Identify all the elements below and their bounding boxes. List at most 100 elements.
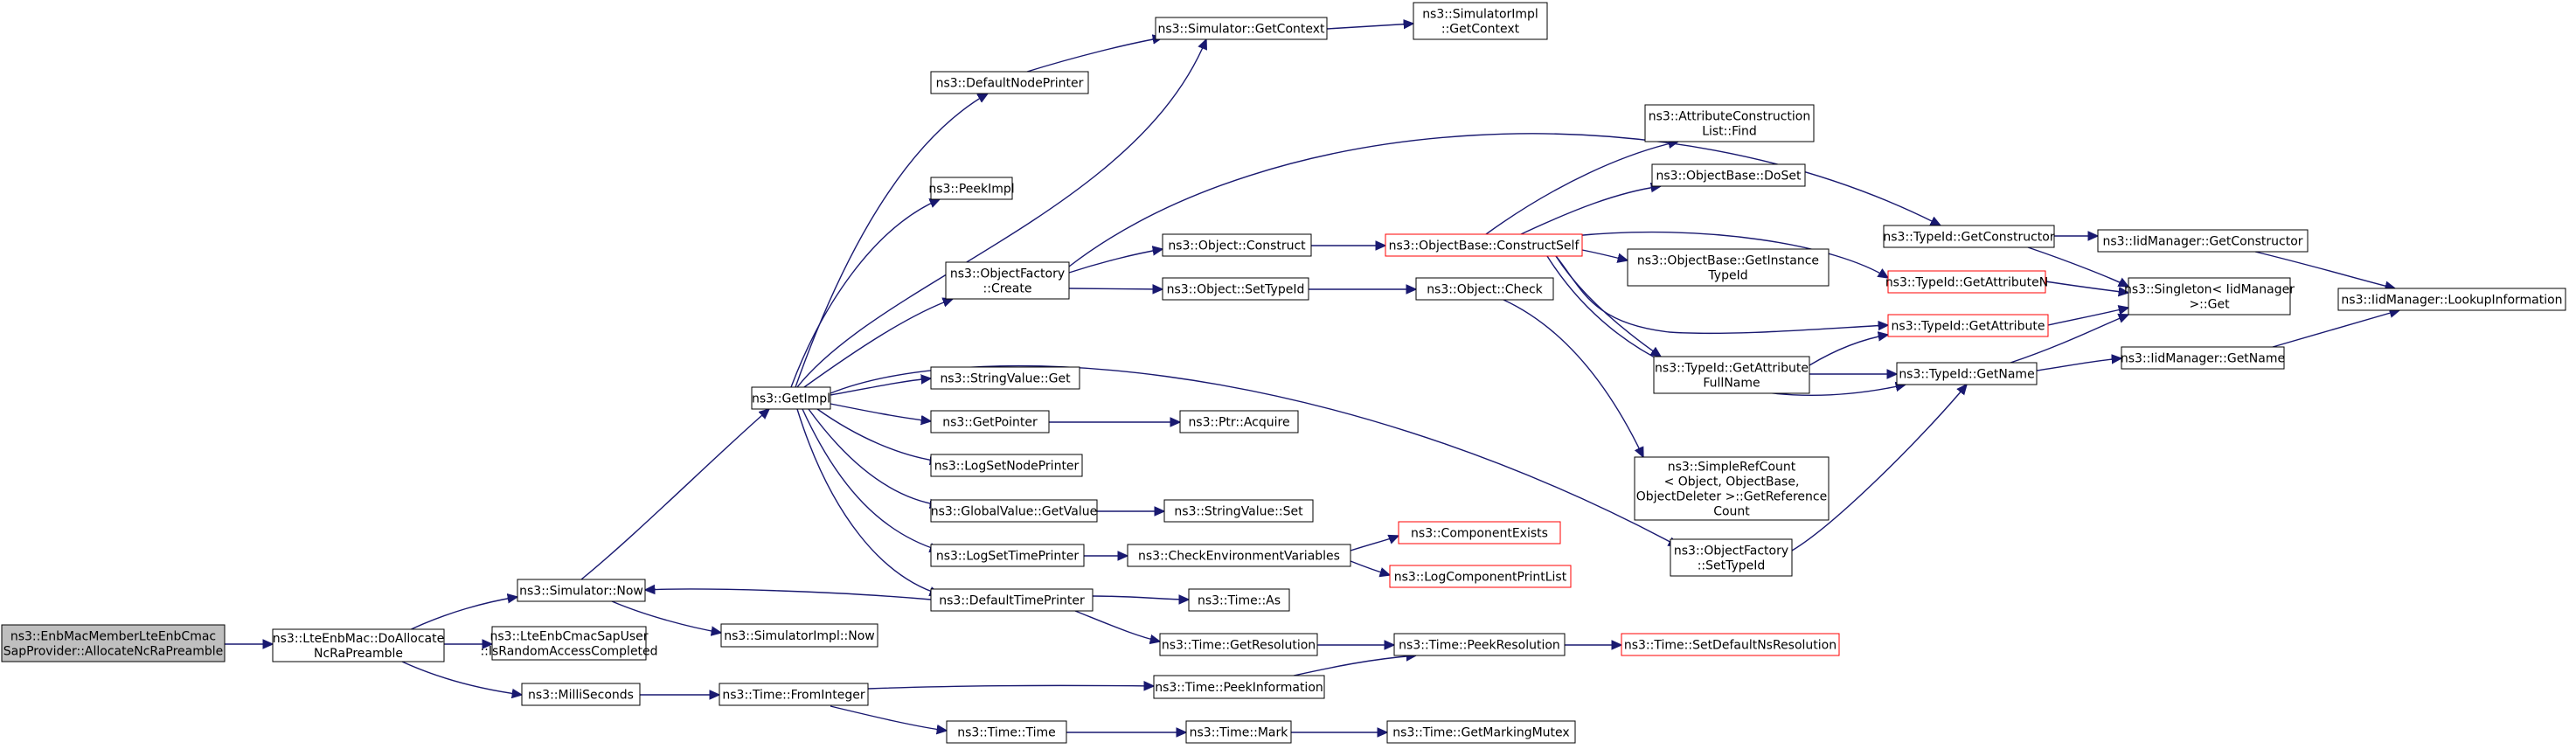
node-box [2097, 229, 2309, 253]
node-israc[interactable]: ns3::LteEnbCmacSapUser::IsRandomAccessCo… [480, 626, 658, 661]
call-edges [225, 24, 2399, 732]
node-label-line: List::Find [1702, 125, 1757, 139]
node-timetime[interactable]: ns3::Time::Time [946, 720, 1067, 744]
node-constructself[interactable]: ns3::ObjectBase::ConstructSelf [1385, 233, 1583, 257]
node-box [930, 410, 1050, 433]
node-deftime[interactable]: ns3::DefaultTimePrinter [930, 588, 1094, 612]
node-checkenv[interactable]: ns3::CheckEnvironmentVariables [1127, 544, 1351, 567]
node-label-line: >::Get [2189, 298, 2230, 312]
edge-doalloc-to-simnow [401, 597, 517, 635]
node-peekimpl[interactable]: ns3::PeekImpl [928, 177, 1015, 200]
node-objfactcreate[interactable]: ns3::ObjectFactory::Create [945, 261, 1070, 300]
node-label-line: SapProvider::AllocateNcRaPreamble [3, 645, 224, 659]
node-simimplctx[interactable]: ns3::SimulatorImpl::GetContext [1413, 2, 1548, 40]
node-logsetnode[interactable]: ns3::LogSetNodePrinter [930, 454, 1083, 477]
node-label-line: ns3::ObjectFactory [1674, 544, 1788, 558]
node-getpointer[interactable]: ns3::GetPointer [930, 410, 1050, 433]
node-label-line: ::SetTypeId [1698, 559, 1766, 573]
node-box [945, 261, 1070, 300]
node-simpleref[interactable]: ns3::SimpleRefCount< Object, ObjectBase,… [1634, 456, 1830, 521]
node-root[interactable]: ns3::EnbMacMemberLteEnbCmacSapProvider::… [1, 624, 226, 662]
node-tidgetattr[interactable]: ns3::TypeId::GetAttribute [1887, 314, 2049, 337]
node-box [1159, 633, 1318, 656]
node-label-line: < Object, ObjectBase, [1664, 475, 1800, 489]
node-globalget[interactable]: ns3::GlobalValue::GetValue [930, 499, 1098, 523]
node-box [1670, 538, 1793, 577]
node-stringset[interactable]: ns3::StringValue::Set [1163, 499, 1314, 523]
node-peekres[interactable]: ns3::Time::PeekResolution [1393, 633, 1566, 656]
node-box [1653, 356, 1810, 394]
node-objcheck[interactable]: ns3::Object::Check [1415, 277, 1554, 301]
node-box [1155, 17, 1328, 40]
node-objconstruct[interactable]: ns3::Object::Construct [1162, 233, 1312, 257]
node-box [1389, 565, 1572, 588]
edge-tidgetname-to-iidgetname [2036, 358, 2121, 371]
node-label-line: ns3::ObjectBase::ConstructSelf [1389, 239, 1580, 253]
edge-getimpl-to-globalget [808, 408, 940, 505]
node-label-line: FullName [1703, 377, 1760, 391]
node-label-line: ns3::EnbMacMemberLteEnbCmac [10, 630, 216, 644]
node-box [930, 177, 1013, 200]
node-tidgetctor[interactable]: ns3::TypeId::GetConstructor [1883, 225, 2055, 248]
edge-objfactcreate-to-tidgetctor [1068, 133, 1941, 267]
node-milli[interactable]: ns3::MilliSeconds [521, 683, 641, 706]
node-label-line: ns3::Time::FromInteger [722, 689, 864, 703]
node-label-line: ns3::Time::SetDefaultNsResolution [1624, 639, 1837, 653]
node-box [751, 386, 831, 410]
node-defnode[interactable]: ns3::DefaultNodePrinter [930, 71, 1089, 94]
node-ptracquire[interactable]: ns3::Ptr::Acquire [1179, 410, 1299, 433]
node-simgetctx[interactable]: ns3::Simulator::GetContext [1155, 17, 1328, 40]
node-label-line: ns3::IidManager::GetName [2121, 352, 2285, 366]
node-frominteger[interactable]: ns3::Time::FromInteger [719, 683, 869, 706]
node-box [930, 544, 1085, 567]
node-doset[interactable]: ns3::ObjectBase::DoSet [1651, 163, 1806, 187]
node-label-line: ns3::TypeId::GetConstructor [1883, 231, 2054, 245]
node-label-line: ns3::SimpleRefCount [1668, 461, 1796, 475]
node-objsettypeid[interactable]: ns3::Object::SetTypeId [1162, 277, 1309, 301]
node-tidgetattrn[interactable]: ns3::TypeId::GetAttributeN [1885, 270, 2048, 294]
edge-getimpl-to-defnode [795, 94, 988, 388]
node-compexists[interactable]: ns3::ComponentExists [1398, 521, 1561, 544]
node-label-line: ns3::ComponentExists [1411, 527, 1548, 541]
node-objfactsettid[interactable]: ns3::ObjectFactory::SetTypeId [1670, 538, 1793, 577]
edge-deftime-to-timegetres [1074, 610, 1160, 642]
node-peekinfo[interactable]: ns3::Time::PeekInformation [1153, 675, 1325, 699]
node-getmarkmutex[interactable]: ns3::Time::GetMarkingMutex [1386, 720, 1576, 744]
edge-getimpl-to-getpointer [830, 403, 931, 421]
node-box [1883, 225, 2055, 248]
node-label-line: ns3::IidManager::GetConstructor [2102, 235, 2302, 249]
edge-getimpl-to-deftime [796, 408, 940, 594]
node-box [2121, 346, 2285, 370]
node-getimpl[interactable]: ns3::GetImpl [751, 386, 831, 410]
node-label-line: ns3::ObjectBase::DoSet [1656, 170, 1802, 184]
node-iidlookup[interactable]: ns3::IidManager::LookupInformation [2337, 288, 2566, 311]
node-simnow[interactable]: ns3::Simulator::Now [517, 579, 646, 602]
node-label-line: ns3::SimulatorImpl [1422, 8, 1538, 22]
node-box [1188, 588, 1290, 612]
node-iidgetctor[interactable]: ns3::IidManager::GetConstructor [2097, 229, 2309, 253]
node-iidgetname[interactable]: ns3::IidManager::GetName [2121, 346, 2285, 370]
node-logsettime[interactable]: ns3::LogSetTimePrinter [930, 544, 1085, 567]
node-box [1634, 456, 1830, 521]
node-simimplnow[interactable]: ns3::SimulatorImpl::Now [720, 623, 878, 648]
node-tidgetname[interactable]: ns3::TypeId::GetName [1896, 362, 2038, 385]
node-timemark[interactable]: ns3::Time::Mark [1185, 720, 1292, 744]
node-timeas[interactable]: ns3::Time::As [1188, 588, 1290, 612]
edge-constructself-to-tidgetattr [1555, 255, 1888, 335]
node-label-line: ns3::ObjectBase::GetInstance [1637, 254, 1819, 268]
node-timegetres[interactable]: ns3::Time::GetResolution [1159, 633, 1318, 656]
edge-tidgetattr-to-singleton [2047, 308, 2128, 326]
node-label-line: ns3::DefaultNodePrinter [936, 77, 1084, 91]
node-stringget[interactable]: ns3::StringValue::Get [930, 366, 1080, 390]
node-logcomplist[interactable]: ns3::LogComponentPrintList [1389, 565, 1572, 588]
node-setdefres[interactable]: ns3::Time::SetDefaultNsResolution [1621, 633, 1840, 656]
edge-tidgetname-to-singleton [2010, 315, 2128, 364]
node-label-line: ns3::AttributeConstruction [1649, 110, 1810, 124]
node-singleton[interactable]: ns3::Singleton< IidManager>::Get [2124, 277, 2295, 316]
node-box [946, 720, 1067, 744]
node-label-line: ns3::GetImpl [752, 392, 830, 406]
